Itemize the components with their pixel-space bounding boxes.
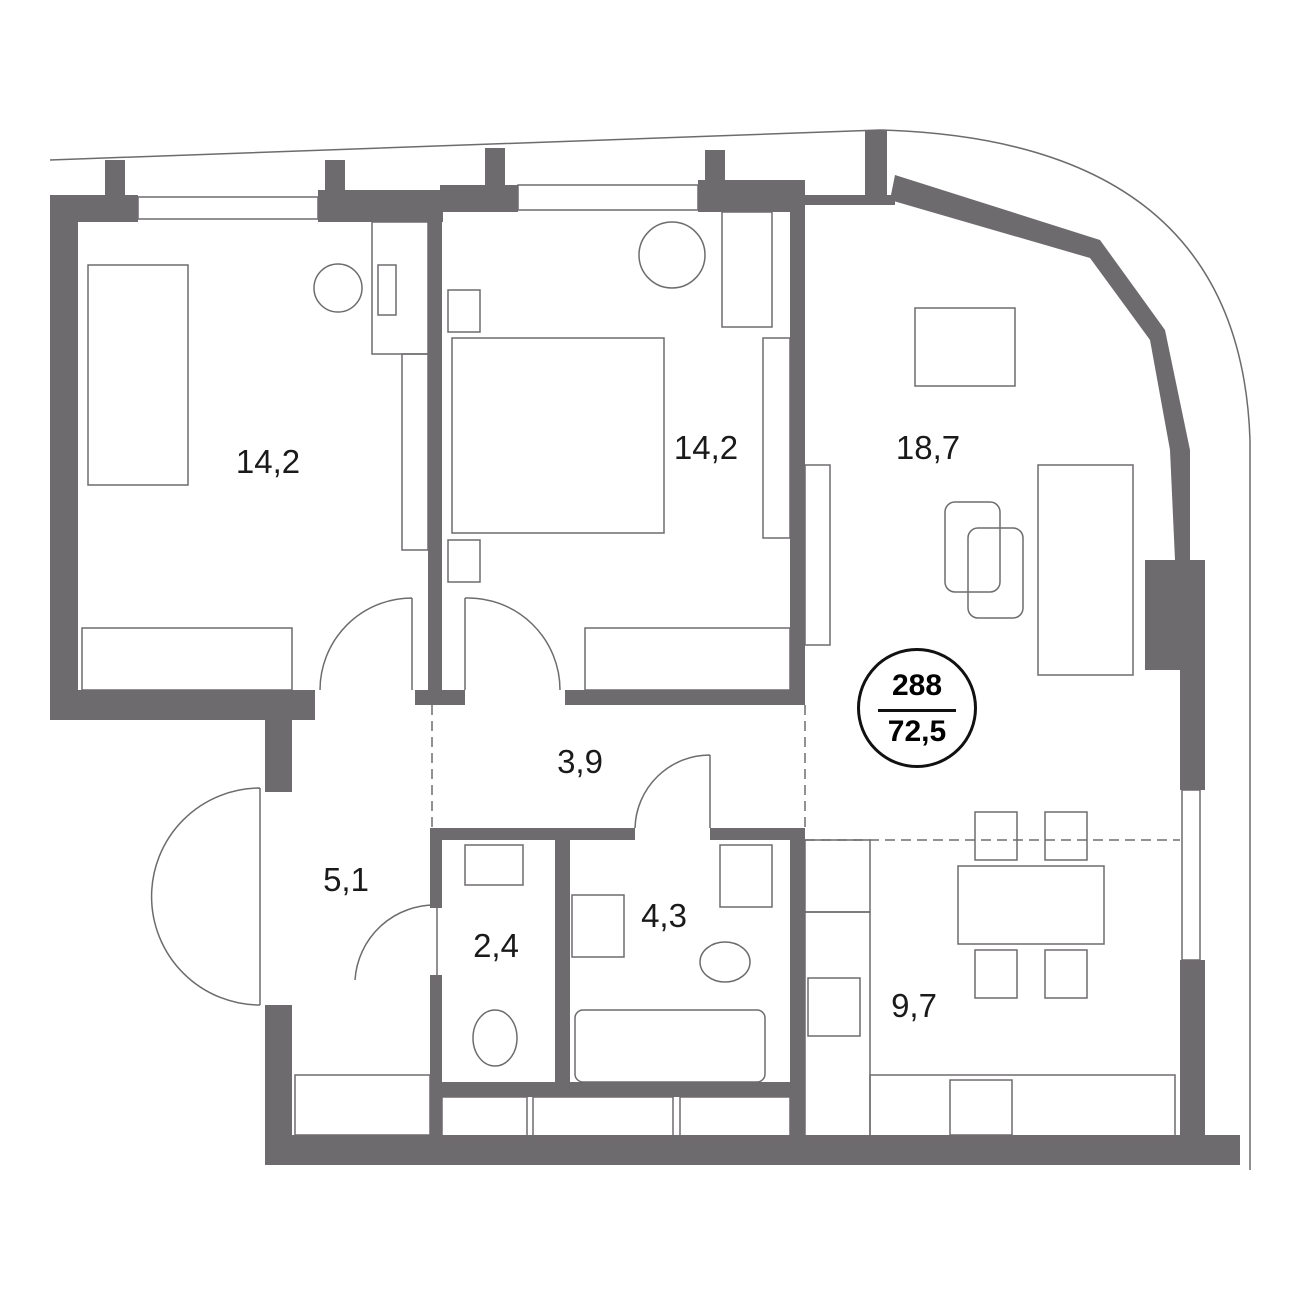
bed-double	[451, 337, 665, 534]
fridge	[804, 839, 871, 913]
dining-table	[957, 865, 1105, 945]
countertop	[869, 1074, 1176, 1138]
toilet-bowl	[472, 1009, 518, 1067]
wardrobe	[401, 353, 429, 551]
room-area-bedroom-1: 14,2	[235, 443, 301, 480]
walls	[50, 130, 1240, 1165]
zone-lines	[431, 705, 1180, 841]
apartment-badge: 288 72,5	[857, 648, 977, 768]
keyboard	[377, 264, 397, 316]
closet	[81, 627, 293, 691]
cooktop	[949, 1079, 1013, 1136]
room-area-toilet: 2,4	[473, 927, 519, 964]
armchair-round	[638, 221, 706, 289]
coffee-table	[944, 501, 1001, 593]
sink	[807, 977, 861, 1037]
room-area-corridor: 3,9	[557, 743, 603, 780]
room-area-entrance-hall: 5,1	[323, 861, 369, 898]
bath-sink	[571, 894, 625, 958]
bathtub	[574, 1009, 766, 1083]
windows	[137, 184, 1201, 961]
bed-single	[87, 264, 189, 486]
room-area-bathroom: 4,3	[641, 897, 687, 934]
room-area-living-room: 18,7	[895, 429, 961, 466]
furniture	[81, 211, 1176, 1138]
desk	[371, 221, 429, 355]
apartment-total-area: 72,5	[887, 715, 947, 748]
chair	[313, 263, 363, 313]
room-area-bedroom-2: 14,2	[673, 429, 739, 466]
badge-divider	[878, 709, 956, 712]
sofa	[1037, 464, 1134, 676]
terrace-outline	[49, 129, 1251, 1170]
room-area-kitchen: 9,7	[891, 987, 937, 1024]
armchair	[914, 307, 1016, 387]
apartment-number: 288	[891, 669, 943, 702]
washbasin	[464, 844, 524, 886]
doors	[150, 597, 711, 1006]
wc	[699, 941, 751, 983]
washing-machine	[719, 844, 773, 908]
